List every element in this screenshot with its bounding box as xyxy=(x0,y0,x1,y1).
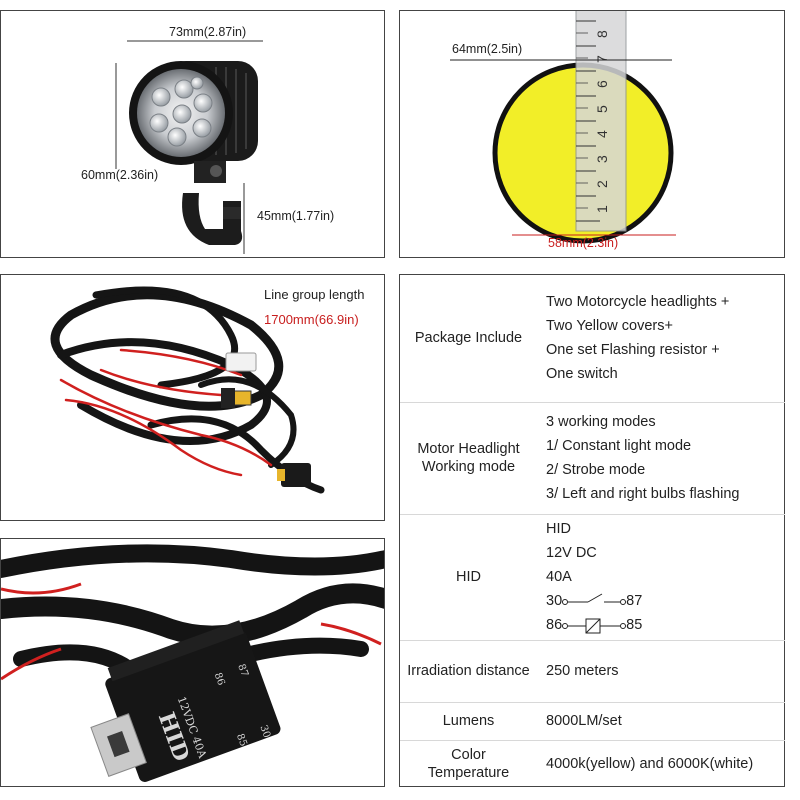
ruler-number-1: 1 xyxy=(594,205,610,213)
spec-row-package: Package Include Two Motorcycle headlight… xyxy=(400,274,785,402)
spec-row-hid: HID HID 12V DC 40A 30 87 86 xyxy=(400,513,785,640)
relay-coil-row: 86 85 xyxy=(546,613,785,637)
ruler-number-3: 3 xyxy=(594,155,610,163)
wiring-harness-panel: Line group length 1700mm(66.9in) xyxy=(0,274,385,521)
ruler-number-5: 5 xyxy=(594,105,610,113)
harness-title: Line group length xyxy=(264,287,365,302)
mode-line-2: 1/ Constant light mode xyxy=(546,438,692,454)
spec-row-modes: Motor Headlight Working mode 3 working m… xyxy=(400,401,785,514)
relay-terminal-86: 86 xyxy=(546,617,563,633)
spec-label-color-1: Color xyxy=(451,746,486,763)
ruler-number-4: 4 xyxy=(594,130,610,138)
hid-line-2: 12V DC xyxy=(546,545,597,561)
spec-value-color-temperature: 4000k(yellow) and 6000K(white) xyxy=(537,739,785,787)
package-item-4: One switch xyxy=(546,365,618,382)
harness-length-label: 1700mm(66.9in) xyxy=(264,312,359,327)
relay-coil-symbol xyxy=(562,618,627,634)
ruler-number-8: 8 xyxy=(594,30,610,38)
spec-row-lumens: Lumens 8000LM/set xyxy=(400,701,785,740)
package-item-1: Two Motorcycle headlights + xyxy=(546,293,730,310)
spec-label-irradiation: Irradiation distance xyxy=(400,639,537,702)
spec-label-package: Package Include xyxy=(414,329,523,346)
yellow-cover-panel: 1 2 3 4 5 6 7 8 64mm(2.5in) 58mm(2.3in) xyxy=(399,10,785,258)
spec-row-irradiation: Irradiation distance 250 meters xyxy=(400,639,785,702)
ruler-number-6: 6 xyxy=(594,80,610,88)
spec-label-lumens: Lumens xyxy=(400,701,537,740)
inner-diameter-label: 58mm(2.3in) xyxy=(548,236,619,250)
relay-pin-86: 86 xyxy=(212,671,227,687)
relay-panel: HID 12VDC 40A 86 85 87 30 xyxy=(0,538,385,787)
relay-image: HID 12VDC 40A 86 85 87 30 xyxy=(1,544,384,782)
cover-diameter-label: 64mm(2.5in) xyxy=(452,42,523,56)
relay-switch-symbol xyxy=(562,593,627,605)
headlight-image xyxy=(115,40,263,254)
spec-label-modes-2: Working mode xyxy=(421,459,516,475)
mode-line-1: 3 working modes xyxy=(546,414,656,430)
relay-pin-30: 30 xyxy=(257,724,272,740)
relay-terminal-87: 87 xyxy=(626,593,643,609)
spec-label-color-2: Temperature xyxy=(427,764,510,781)
mode-line-4: 3/ Left and right bulbs flashing xyxy=(546,486,740,502)
hid-line-1: HID xyxy=(546,521,571,537)
relay-terminal-30: 30 xyxy=(546,593,563,609)
relay-terminal-85: 85 xyxy=(626,617,643,633)
spec-table: Package Include Two Motorcycle headlight… xyxy=(400,274,785,787)
spec-label-hid: HID xyxy=(400,513,537,640)
package-item-3: One set Flashing resistor + xyxy=(546,341,720,358)
wiring-harness-image xyxy=(50,286,325,494)
relay-switch-row: 30 87 xyxy=(546,589,785,613)
bracket-height-label: 45mm(1.77in) xyxy=(257,209,335,223)
lamp-height-label: 60mm(2.36in) xyxy=(81,168,159,182)
relay-pin-87: 87 xyxy=(235,663,250,679)
ruler-number-7: 7 xyxy=(594,55,610,63)
lamp-width-label: 73mm(2.87in) xyxy=(169,25,247,39)
spec-value-irradiation: 250 meters xyxy=(537,639,785,702)
yellow-cover-image: 1 2 3 4 5 6 7 8 xyxy=(450,11,676,244)
package-item-2: Two Yellow covers+ xyxy=(546,317,673,334)
spec-value-lumens: 8000LM/set xyxy=(537,701,785,740)
ruler-number-2: 2 xyxy=(594,180,610,188)
lamp-dimensions-panel: 73mm(2.87in) 60mm(2.36in) 45mm(1.77in) xyxy=(0,10,385,258)
mode-line-3: 2/ Strobe mode xyxy=(546,462,646,478)
hid-line-3: 40A xyxy=(546,569,572,585)
relay-pin-85: 85 xyxy=(234,732,249,748)
spec-row-color-temperature: Color Temperature 4000k(yellow) and 6000… xyxy=(400,739,785,787)
spec-label-modes-1: Motor Headlight xyxy=(417,441,520,457)
